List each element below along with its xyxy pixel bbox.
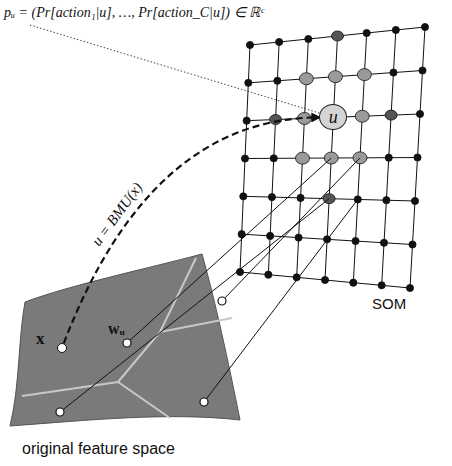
space-label: original feature space [22,440,175,458]
node-text: x [36,330,45,347]
bmu-unit: u [319,104,347,130]
prototype-label: wᵤ [108,320,125,338]
bmu-arrow [64,117,320,343]
som-grid [236,23,428,291]
leader-line [30,25,320,113]
probability-vector: pᵤ = (Pr[action₁|u], …, Pr[action_C|u]) … [4,4,264,21]
sample-points [56,297,226,416]
som-label: SOM [372,295,406,312]
edge-label: u = BMU(x) [87,178,147,251]
mapping-lines [60,158,360,412]
input-point: x [57,343,67,353]
feature-space-sheet [10,254,240,426]
node-text: u [329,108,338,126]
voronoi-lines [22,258,232,418]
